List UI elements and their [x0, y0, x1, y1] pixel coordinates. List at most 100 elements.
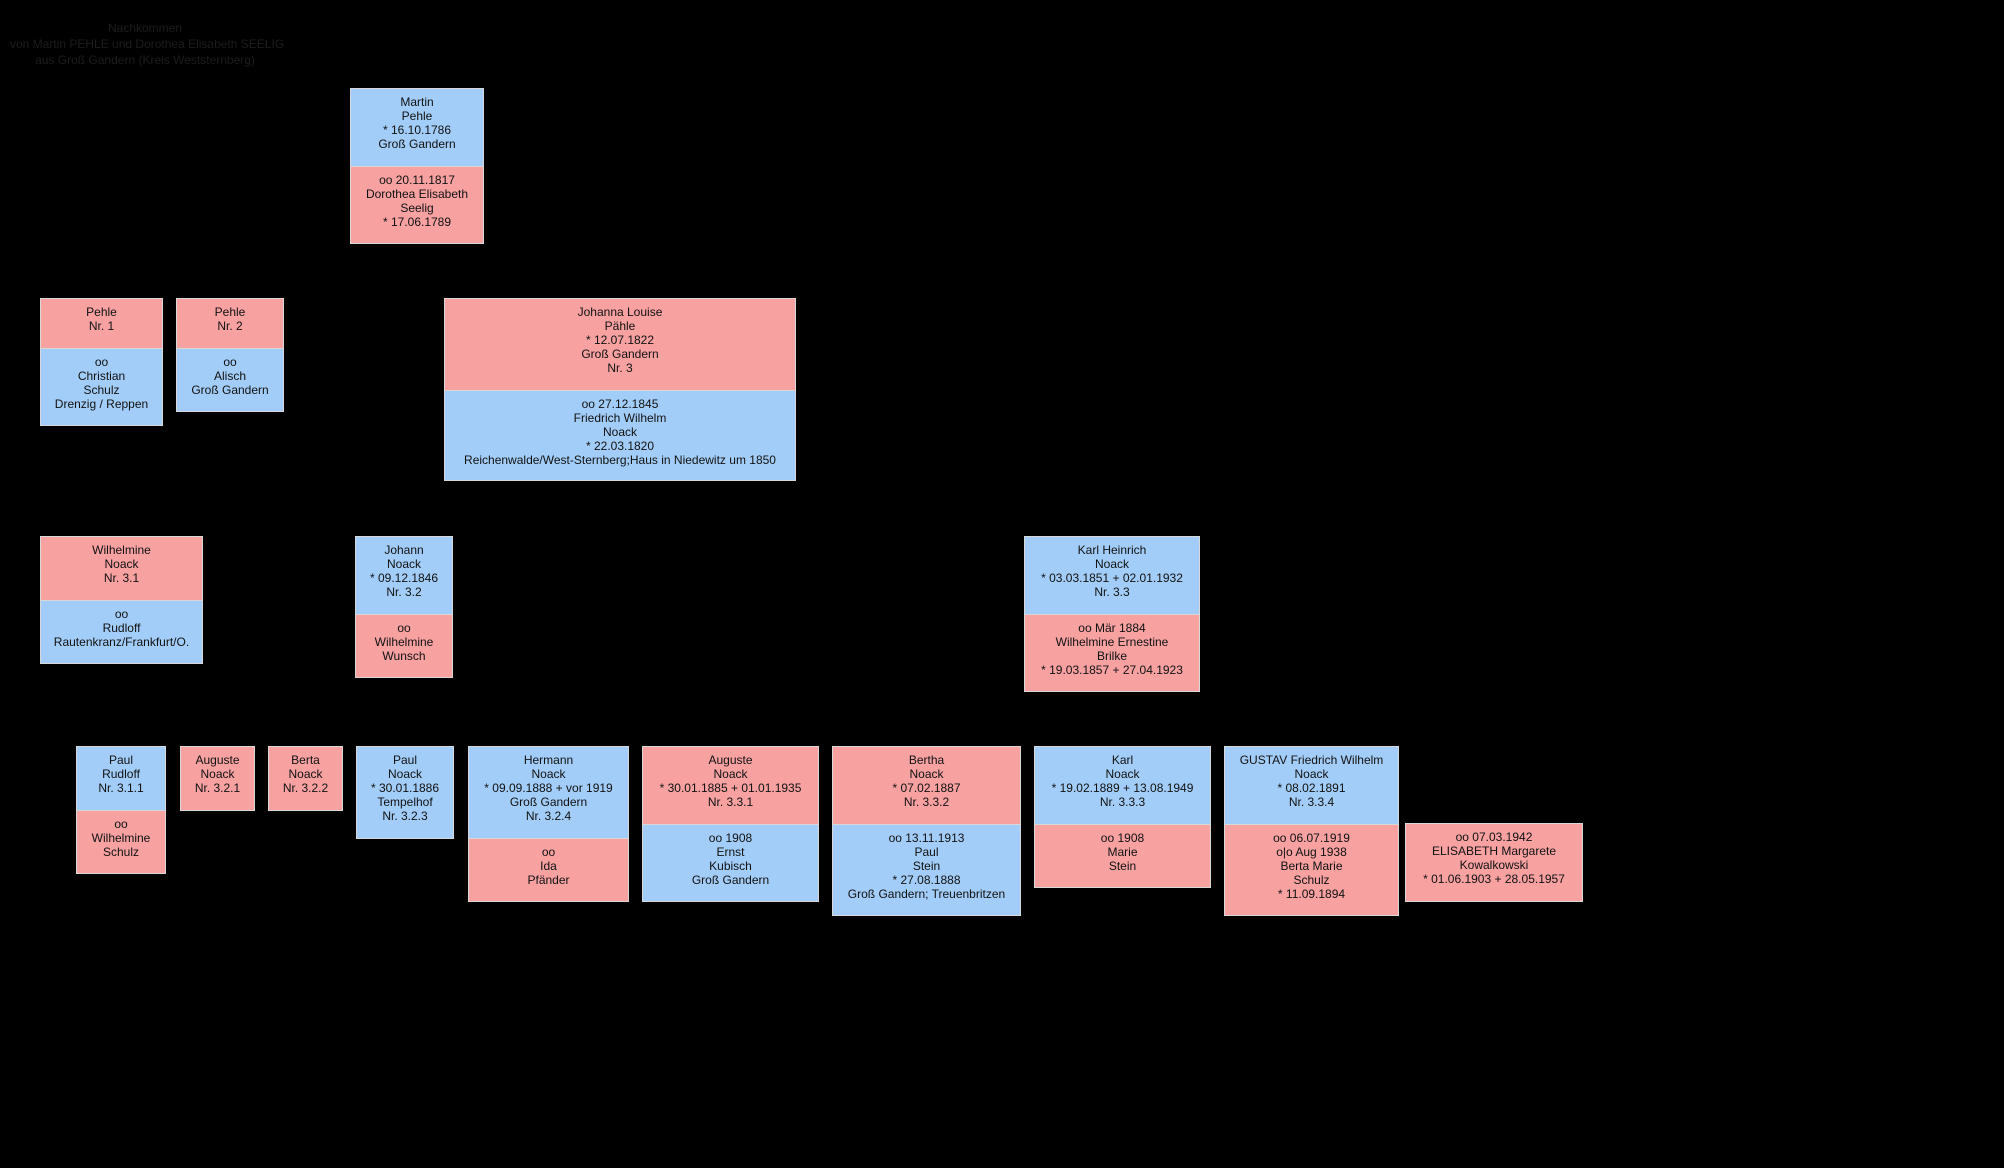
- text-line: oo 07.03.1942: [1455, 830, 1533, 844]
- text-line: Tempelhof: [377, 795, 433, 809]
- text-line: Groß Gandern: [378, 137, 456, 151]
- text-line: Brilke: [1096, 649, 1127, 663]
- text-line: Nr. 3: [607, 361, 633, 375]
- text-line: ELISABETH Margarete: [1431, 844, 1557, 858]
- text-line: Wunsch: [382, 649, 426, 663]
- text-line: Nr. 3.3.2: [903, 795, 950, 809]
- text-line: Paul: [914, 845, 939, 859]
- text-line: oo: [541, 845, 556, 859]
- text-line: Groß Gandern: [581, 347, 659, 361]
- text-line: Nr. 1: [88, 319, 115, 333]
- text-line: oo 13.11.1913: [888, 831, 965, 845]
- text-line: Johanna Louise: [577, 305, 663, 319]
- text-line: Auguste: [195, 753, 240, 767]
- text-line: Martin: [400, 95, 434, 109]
- text-line: Nr. 3.2.2: [282, 781, 329, 795]
- text-line: Groß Gandern: [509, 795, 588, 809]
- text-line: * 11.09.1894: [1277, 887, 1346, 901]
- text-line: Nr. 2: [217, 319, 243, 333]
- text-line: Rautenkranz/Frankfurt/O.: [53, 635, 190, 649]
- text-line: Johann: [384, 543, 424, 557]
- text-line: * 09.09.1888 + vor 1919: [484, 781, 613, 795]
- text-line: * 09.12.1846: [369, 571, 439, 585]
- text-line: oo Mär 1884: [1078, 621, 1146, 635]
- text-line: Wilhelmine: [91, 831, 151, 845]
- text-line: Noack: [909, 767, 944, 781]
- text-line: Kowalkowski: [1459, 858, 1529, 872]
- text-line: * 22.03.1820: [585, 439, 655, 453]
- text-line: Pähle: [604, 319, 636, 333]
- text-line: Noack: [1094, 557, 1129, 571]
- text-line: Dorothea Elisabeth: [365, 187, 469, 201]
- text-line: Nr. 3.3.3: [1099, 795, 1146, 809]
- text-line: Pehle: [214, 305, 246, 319]
- text-line: oo: [397, 621, 411, 635]
- text-line: Karl: [1111, 753, 1134, 767]
- text-line: * 08.02.1891: [1277, 781, 1346, 795]
- text-line: Noack: [602, 425, 637, 439]
- text-line: Nr. 3.3: [1094, 585, 1130, 599]
- text-line: Seelig: [400, 201, 434, 215]
- text-line: Groß Gandern: [191, 383, 269, 397]
- text-line: * 12.07.1822: [585, 333, 655, 347]
- text-line: Nr. 3.3.1: [707, 795, 754, 809]
- text-line: Auguste: [708, 753, 753, 767]
- text-line: Nr. 3.2: [386, 585, 422, 599]
- text-line: oo: [94, 355, 109, 369]
- header-line-1: Nachkommen: [107, 21, 183, 35]
- text-line: Schulz: [102, 845, 140, 859]
- text-line: Christian: [77, 369, 126, 383]
- text-line: Stein: [912, 859, 941, 873]
- text-line: Wilhelmine Ernestine: [1055, 635, 1169, 649]
- text-line: Hermann: [523, 753, 574, 767]
- chart-header: Nachkommen von Martin PEHLE und Dorothea…: [10, 20, 284, 68]
- text-line: oo: [114, 607, 129, 621]
- text-line: Schulz: [1293, 873, 1330, 887]
- text-line: oo 27.12.1845: [581, 397, 659, 411]
- text-line: Nr. 3.2.3: [382, 809, 428, 823]
- header-line-3: aus Groß Gandern (Kreis Weststernberg): [35, 53, 255, 67]
- text-line: Groß Gandern; Treuenbritzen: [847, 887, 1006, 901]
- text-line: Noack: [387, 767, 422, 781]
- text-line: Reichenwalde/West-Sternberg;Haus in Nied…: [464, 453, 776, 467]
- text-line: Friedrich Wilhelm: [573, 411, 667, 425]
- text-line: Rudloff: [102, 621, 141, 635]
- text-line: * 17.06.1789: [382, 215, 452, 229]
- text-line: Nr. 3.1: [103, 571, 140, 585]
- text-line: Noack: [531, 767, 566, 781]
